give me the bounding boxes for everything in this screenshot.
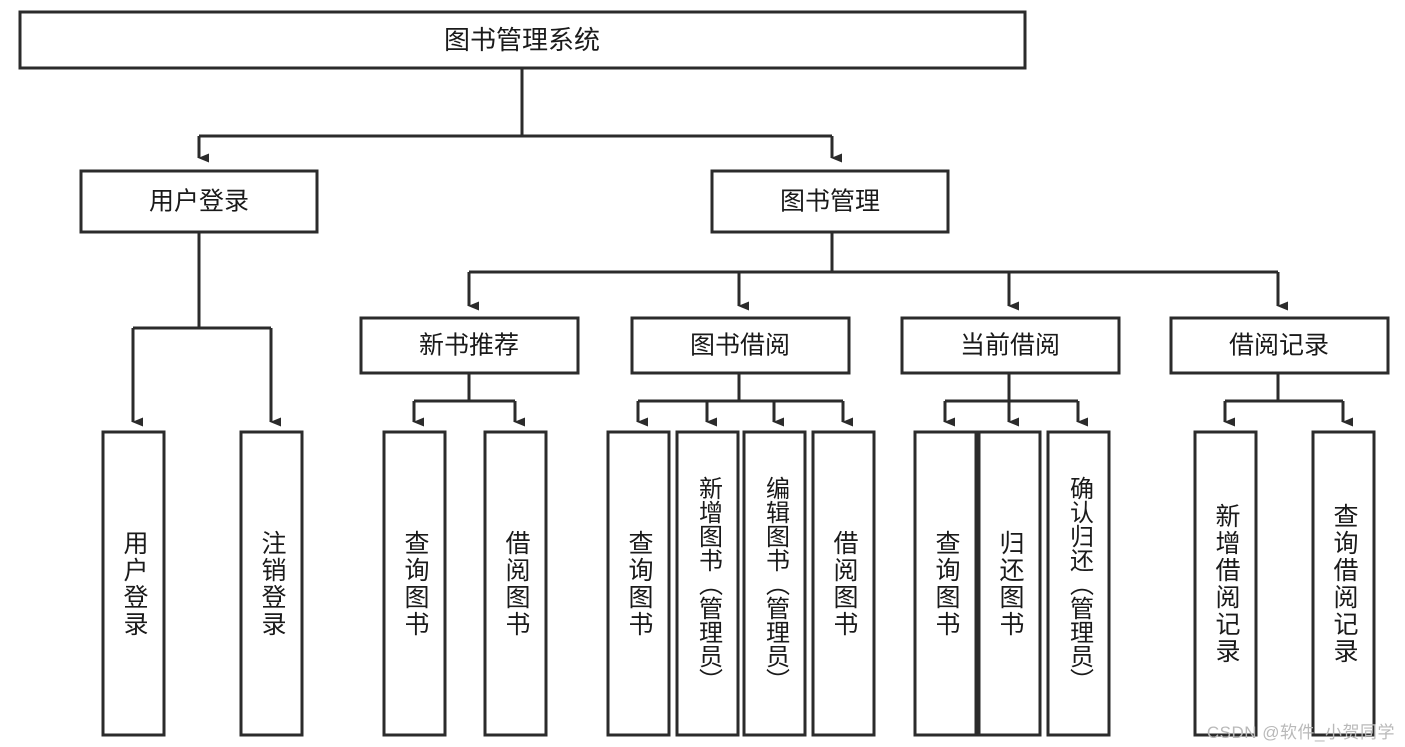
node-new-book-recommend-label: 新书推荐 <box>419 332 519 360</box>
node-book-management[interactable]: 图书管理 <box>710 169 950 234</box>
node-user-login[interactable]: 用户登录 <box>79 169 319 234</box>
leaf-box-add-book-admin[interactable] <box>675 430 740 737</box>
edge-record-to-leaves <box>1223 373 1353 427</box>
node-book-management-label: 图书管理 <box>780 188 880 216</box>
leaf-box-user-login[interactable] <box>101 430 166 737</box>
node-borrow-record[interactable]: 借阅记录 <box>1169 316 1390 375</box>
edge-bookmgmt-to-level3 <box>467 232 1288 311</box>
node-root[interactable]: 图书管理系统 <box>18 10 1027 70</box>
node-user-login-label: 用户登录 <box>149 188 249 216</box>
leaf-box-query-book-2[interactable] <box>606 430 671 737</box>
leaf-box-edit-book-admin[interactable] <box>742 430 807 737</box>
leaf-box-confirm-return-admin[interactable] <box>1046 430 1111 737</box>
leaf-box-query-book-1[interactable] <box>382 430 447 737</box>
edge-borrow-to-leaves <box>636 373 853 427</box>
leaf-box-return-book[interactable] <box>977 430 1042 737</box>
edge-current-to-leaves <box>943 373 1088 427</box>
edge-userlogin-to-leaves <box>131 232 281 427</box>
node-borrow-record-label: 借阅记录 <box>1229 332 1329 360</box>
leaf-box-borrow-book-1[interactable] <box>483 430 548 737</box>
node-current-borrow-label: 当前借阅 <box>960 332 1060 360</box>
edge-root-to-level2 <box>197 68 842 163</box>
node-new-book-recommend[interactable]: 新书推荐 <box>359 316 580 375</box>
node-book-borrow-label: 图书借阅 <box>690 332 790 360</box>
leaf-box-add-borrow-record[interactable] <box>1193 430 1258 737</box>
edge-recommend-to-leaves <box>412 373 525 427</box>
node-book-borrow[interactable]: 图书借阅 <box>630 316 851 375</box>
node-current-borrow[interactable]: 当前借阅 <box>900 316 1121 375</box>
csdn-watermark: CSDN @软件_小贺同学 <box>1206 723 1395 742</box>
node-root-label: 图书管理系统 <box>444 25 600 55</box>
leaf-box-logout[interactable] <box>239 430 304 737</box>
leaf-box-query-book-3[interactable] <box>913 430 978 737</box>
leaf-box-borrow-book-2[interactable] <box>811 430 876 737</box>
leaf-box-query-borrow-record[interactable] <box>1311 430 1376 737</box>
